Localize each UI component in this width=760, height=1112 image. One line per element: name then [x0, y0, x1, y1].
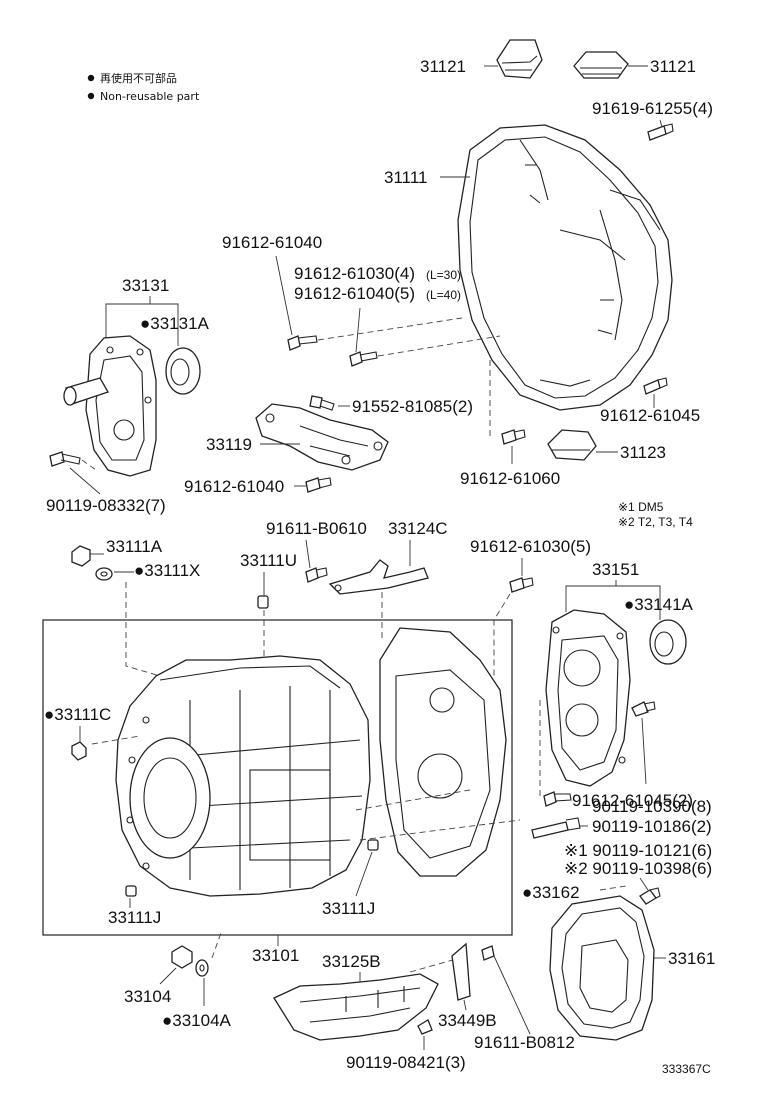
bolt-91612-61030-5[interactable]: [509, 577, 534, 593]
label-90119-10390: 90119-10390(8): [592, 797, 712, 816]
part-33111U-plug[interactable]: [257, 595, 269, 609]
label-33111J-right: 33111J: [322, 899, 375, 918]
label-91612-61045: 91612-61045: [600, 406, 700, 425]
part-31121-pad-right[interactable]: [573, 51, 629, 79]
legend-english-text: Non-reusable part: [100, 90, 200, 103]
label-33104: 33104: [124, 987, 171, 1006]
label-33111J-left: 33111J: [108, 908, 161, 927]
label-33111A: 33111A: [106, 537, 163, 556]
note-dm5: ※1 DM5: [618, 500, 664, 514]
part-33104A-gasket[interactable]: [195, 959, 209, 977]
label-33131: 33131: [122, 276, 169, 295]
label-33124C: 33124C: [388, 519, 448, 538]
label-90119-10398: ※2 90119-10398(6): [564, 859, 712, 878]
part-33104-nut[interactable]: [171, 945, 193, 969]
label-33111X: ●33111X: [134, 561, 200, 580]
bolt-90119-08332[interactable]: [49, 451, 81, 467]
part-33111J-plug-left[interactable]: [125, 885, 137, 897]
label-91552-81085: 91552-81085(2): [352, 397, 473, 416]
part-31111-bell-housing[interactable]: [457, 124, 673, 411]
bolt-91612-61045-2[interactable]: [543, 791, 572, 807]
part-33111C-plug[interactable]: [71, 741, 87, 761]
label-31123: 31123: [620, 443, 666, 462]
label-91612-61060: 91612-61060: [460, 469, 560, 488]
bolt-91619-61255[interactable]: [647, 123, 674, 141]
label-91611-B0610: 91611-B0610: [266, 519, 367, 538]
label-91619-61255: 91619-61255(4): [592, 99, 713, 118]
label-91612-61030-5: 91612-61030(5): [470, 537, 591, 556]
bolt-91612-61045[interactable]: [643, 377, 668, 395]
part-33111J-plug-right[interactable]: [367, 839, 379, 851]
bolt-91612-61040-top[interactable]: [287, 335, 318, 351]
label-90119-08421: 90119-08421(3): [346, 1053, 466, 1072]
bolt-90119-10390[interactable]: [631, 701, 656, 717]
part-33101-transmission-case[interactable]: [115, 655, 371, 897]
label-90119-08332: 90119-08332(7): [46, 496, 166, 515]
label-91612-61040-5-note: (L=40): [426, 288, 461, 302]
label-91612-61040-5: 91612-61040(5): [294, 284, 415, 303]
bolt-91552-81085[interactable]: [309, 395, 335, 411]
label-91612-61040-mid: 91612-61040: [184, 477, 284, 496]
label-31111: 31111: [384, 168, 428, 187]
bolt-90119-10186[interactable]: [531, 817, 581, 839]
part-31121-pad-left[interactable]: [496, 39, 543, 79]
non-reusable-bullet-icon: [87, 92, 95, 100]
part-33119-bracket[interactable]: [255, 403, 389, 471]
part-33111X-gasket[interactable]: [95, 567, 113, 581]
label-33161: 33161: [668, 949, 715, 968]
label-33141A: ●33141A: [624, 595, 694, 614]
part-33161-cover[interactable]: [549, 895, 655, 1041]
non-reusable-bullet-icon: [87, 74, 95, 82]
label-90119-10121: ※1 90119-10121(6): [564, 841, 712, 860]
part-33141A-oil-seal[interactable]: [649, 619, 687, 665]
part-33151-extension-housing[interactable]: [545, 609, 631, 787]
label-91612-61040-top: 91612-61040: [222, 233, 322, 252]
label-91612-61045-2: 91612-61045(2): [572, 791, 693, 810]
bolt-90119-08421[interactable]: [417, 1019, 433, 1035]
label-33101: 33101: [252, 946, 299, 965]
part-33131-bearing-retainer[interactable]: [63, 335, 157, 477]
part-33125B-oil-receiver[interactable]: [273, 973, 439, 1041]
label-33111U: 33111U: [240, 551, 297, 570]
part-33124C-lever[interactable]: [328, 559, 429, 595]
label-31121-right: 31121: [650, 57, 696, 76]
bolt-91611-B0812[interactable]: [481, 945, 495, 961]
label-33131A: ●33131A: [140, 314, 210, 333]
label-33162: ●33162: [522, 883, 580, 902]
part-33131A-oil-seal[interactable]: [165, 347, 201, 395]
label-31121-left: 31121: [420, 57, 466, 76]
label-33125B: 33125B: [322, 952, 381, 971]
label-91612-61030-4-note: (L=30): [426, 268, 461, 282]
bolt-91612-61030-4[interactable]: [349, 351, 378, 367]
label-91612-61030-4: 91612-61030(4): [294, 264, 415, 283]
bolt-91612-61060[interactable]: [501, 429, 526, 445]
bolt-90119-10121-10398[interactable]: [639, 887, 661, 905]
legend: 再使用不可部品 Non-reusable part: [87, 71, 200, 103]
label-90119-10186: 90119-10186(2): [592, 817, 712, 836]
part-33449B-bracket[interactable]: [451, 942, 471, 1001]
label-33104A: ●33104A: [162, 1011, 232, 1030]
group-box-33101: [42, 619, 513, 936]
part-31123-pad[interactable]: [547, 429, 597, 461]
label-33119: 33119: [206, 435, 252, 454]
bolt-91612-61040-mid[interactable]: [305, 477, 332, 493]
legend-japanese-text: 再使用不可部品: [100, 71, 177, 85]
diagram-code: 333367C: [662, 1062, 711, 1076]
part-33111A-nut[interactable]: [71, 545, 91, 567]
label-33151: 33151: [592, 560, 639, 579]
label-91611-B0812: 91611-B0812: [474, 1033, 575, 1052]
label-33449B: 33449B: [438, 1011, 497, 1030]
label-33111C: ●33111C: [44, 705, 111, 724]
note-t2-t3-t4: ※2 T2, T3, T4: [618, 515, 693, 529]
bolt-91611-B0610[interactable]: [305, 567, 328, 583]
part-33101-intermediate-plate[interactable]: [379, 627, 507, 877]
